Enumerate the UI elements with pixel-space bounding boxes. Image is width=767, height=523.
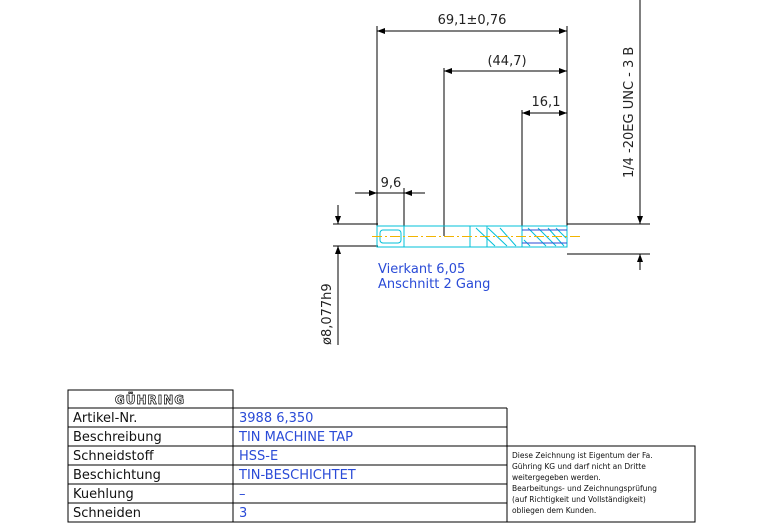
row-label-flutes: Schneiden xyxy=(73,506,141,521)
title-block xyxy=(67,389,696,523)
dim-shank-diameter: ø8,077h9 xyxy=(320,283,335,345)
row-label-coating: Beschichtung xyxy=(73,468,161,483)
dim-overall-length: 69,1±0,76 xyxy=(438,13,507,28)
row-label-description: Beschreibung xyxy=(73,430,162,445)
disclaimer-line: Bearbeitungs- und Zeichnungsprüfung xyxy=(512,484,657,493)
row-value-flutes: 3 xyxy=(239,506,247,521)
disclaimer-line: Gühring KG und darf nicht an Dritte xyxy=(512,462,646,471)
disclaimer-line: (auf Richtigkeit und Vollständigkeit) xyxy=(512,495,646,504)
row-value-cutting-material: HSS-E xyxy=(239,449,278,464)
guehring-logo: GÜHRING xyxy=(115,392,185,407)
note-chamfer: Anschnitt 2 Gang xyxy=(378,277,490,292)
thread-specification: 1/4 -20EG UNC - 3 B xyxy=(622,47,637,178)
note-square: Vierkant 6,05 xyxy=(378,262,465,277)
row-value-cooling: – xyxy=(239,487,246,502)
dim-square-length: 9,6 xyxy=(381,176,402,191)
row-value-coating: TIN-BESCHICHTET xyxy=(238,468,356,483)
dimension-lines xyxy=(333,0,650,345)
disclaimer-line: obliegen dem Kunden. xyxy=(512,506,596,515)
disclaimer-line: Diese Zeichnung ist Eigentum der Fa. xyxy=(512,451,653,460)
tool-thread-edges xyxy=(522,229,567,244)
row-label-cooling: Kuehlung xyxy=(73,487,134,502)
dim-thread-length: 16,1 xyxy=(532,95,561,110)
dim-reference-length: (44,7) xyxy=(487,54,526,69)
row-value-description: TIN MACHINE TAP xyxy=(238,430,353,445)
row-label-article-number: Artikel-Nr. xyxy=(73,411,137,426)
disclaimer-line: weitergegeben werden. xyxy=(512,473,601,482)
row-label-cutting-material: Schneidstoff xyxy=(73,449,155,464)
row-value-article-number: 3988 6,350 xyxy=(239,411,313,426)
